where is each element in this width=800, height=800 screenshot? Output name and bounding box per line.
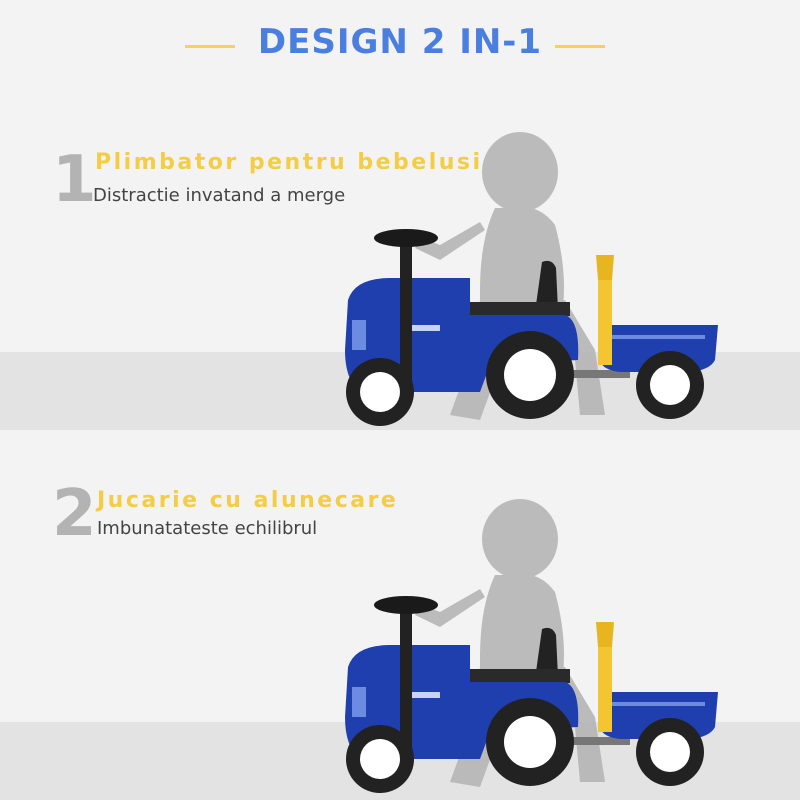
tractor-with-child-image-2 [330, 497, 730, 797]
title-decoration-right [555, 45, 605, 48]
section-2-subheading: Imbunatateste echilibrul [97, 518, 318, 539]
section-2-heading: Jucarie cu alunecare [97, 488, 399, 513]
page-title: DESIGN 2 IN-1 [257, 22, 543, 62]
tractor-with-child-image-1 [330, 130, 730, 430]
section-1-subheading: Distractie invatand a merge [93, 185, 346, 206]
section-1-number: 1 [52, 143, 97, 217]
section-1-heading: Plimbator pentru bebelusi [95, 150, 483, 175]
section-2-number: 2 [52, 477, 97, 551]
title-decoration-left [185, 45, 235, 48]
